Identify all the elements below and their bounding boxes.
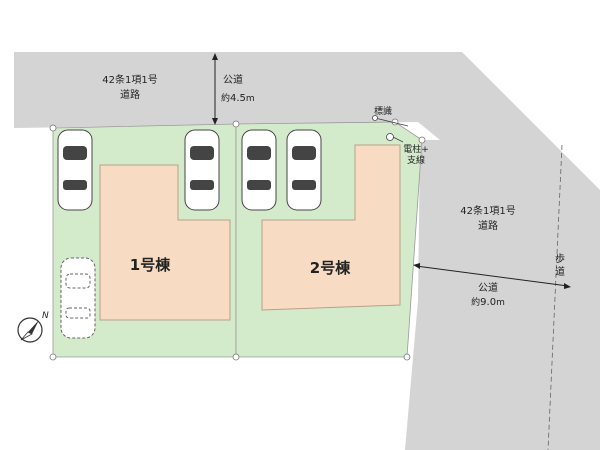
north-road [14, 52, 600, 228]
north-road-width-label: 約4.5m [221, 92, 255, 104]
pole-label-line2: 支線 [407, 154, 425, 166]
building-1 [99, 164, 231, 321]
compass-north-label: N [42, 311, 49, 321]
car-icon [184, 129, 220, 211]
building-1-label: 1号棟 [130, 256, 171, 274]
building-2-label: 2号棟 [310, 259, 351, 277]
sidewalk-label-top: 歩 [555, 252, 565, 265]
east-road-width-label: 約9.0m [471, 296, 505, 308]
sidewalk-edge-line [547, 144, 563, 450]
north-road-name-label: 道路 [120, 88, 140, 101]
car-icon [57, 129, 93, 211]
east-road-name-label: 道路 [478, 219, 498, 232]
car-icon [241, 129, 277, 211]
north-road-type-label: 42条1項1号 [102, 73, 157, 86]
marker-leader-line [374, 117, 409, 127]
marker-icon [372, 115, 378, 121]
pole-label-line1: 電柱+ [403, 143, 429, 155]
pole-guy-wire [392, 136, 404, 143]
north-road-public-label: 公道 [223, 73, 243, 86]
marker-label: 標識 [374, 105, 392, 117]
car-icon [286, 129, 322, 211]
east-road-public-label: 公道 [478, 281, 498, 294]
building-2 [261, 144, 401, 311]
east-road-type-label: 42条1項1号 [460, 204, 515, 217]
east-road-width-arrow [415, 265, 569, 287]
utility-pole-icon [386, 133, 394, 141]
north-compass-icon: N [17, 311, 49, 343]
car-outline-icon [60, 257, 96, 339]
boundary-markers [49, 118, 426, 361]
sidewalk-label-bottom: 道 [555, 265, 565, 278]
east-road [405, 140, 600, 450]
